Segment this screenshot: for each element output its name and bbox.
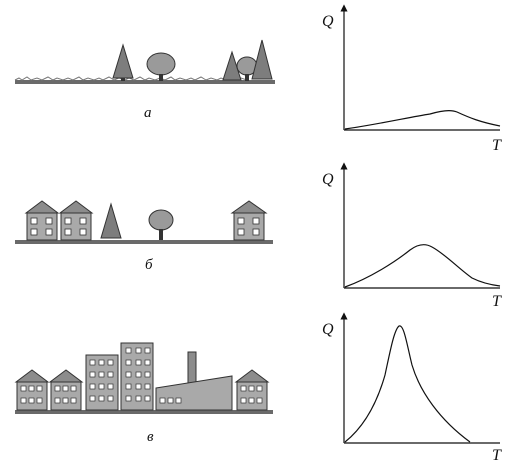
scene-countryside [14, 39, 275, 84]
ground-line [15, 410, 273, 414]
graph-b: Q T [322, 162, 502, 310]
runoff-curve [344, 109, 501, 130]
scene-village [15, 200, 273, 244]
y-axis-label: Q [322, 171, 334, 188]
house [48, 369, 84, 411]
panel-a: а Q T [14, 4, 502, 154]
house [234, 369, 270, 411]
conifer-tree [100, 202, 122, 239]
graph-c: Q T [322, 312, 502, 464]
runoff-curve [344, 325, 471, 443]
conifer-tree [112, 43, 134, 81]
house [58, 200, 94, 241]
runoff-curve [344, 244, 501, 288]
y-axis-label: Q [322, 13, 334, 30]
caption-c: в [147, 429, 154, 445]
deciduous-tree [148, 209, 174, 240]
factory [155, 351, 233, 411]
x-axis-label: T [492, 293, 502, 310]
scene-city [14, 342, 273, 414]
panel-b: б Q T [15, 162, 502, 310]
graph-a: Q T [322, 4, 502, 154]
x-axis-label: T [492, 447, 502, 464]
x-axis-label: T [492, 137, 502, 154]
house [24, 200, 60, 241]
ground-line [15, 80, 275, 84]
apartment-block [85, 354, 119, 411]
caption-a: а [144, 105, 152, 121]
house [230, 200, 268, 241]
deciduous-tree [146, 52, 176, 81]
conifer-tree [251, 39, 273, 80]
panel-c: в Q T [14, 312, 502, 464]
y-axis-label: Q [322, 321, 334, 338]
ground-line [15, 240, 273, 244]
caption-b: б [145, 257, 153, 273]
house [14, 369, 50, 411]
apartment-block [120, 342, 154, 411]
